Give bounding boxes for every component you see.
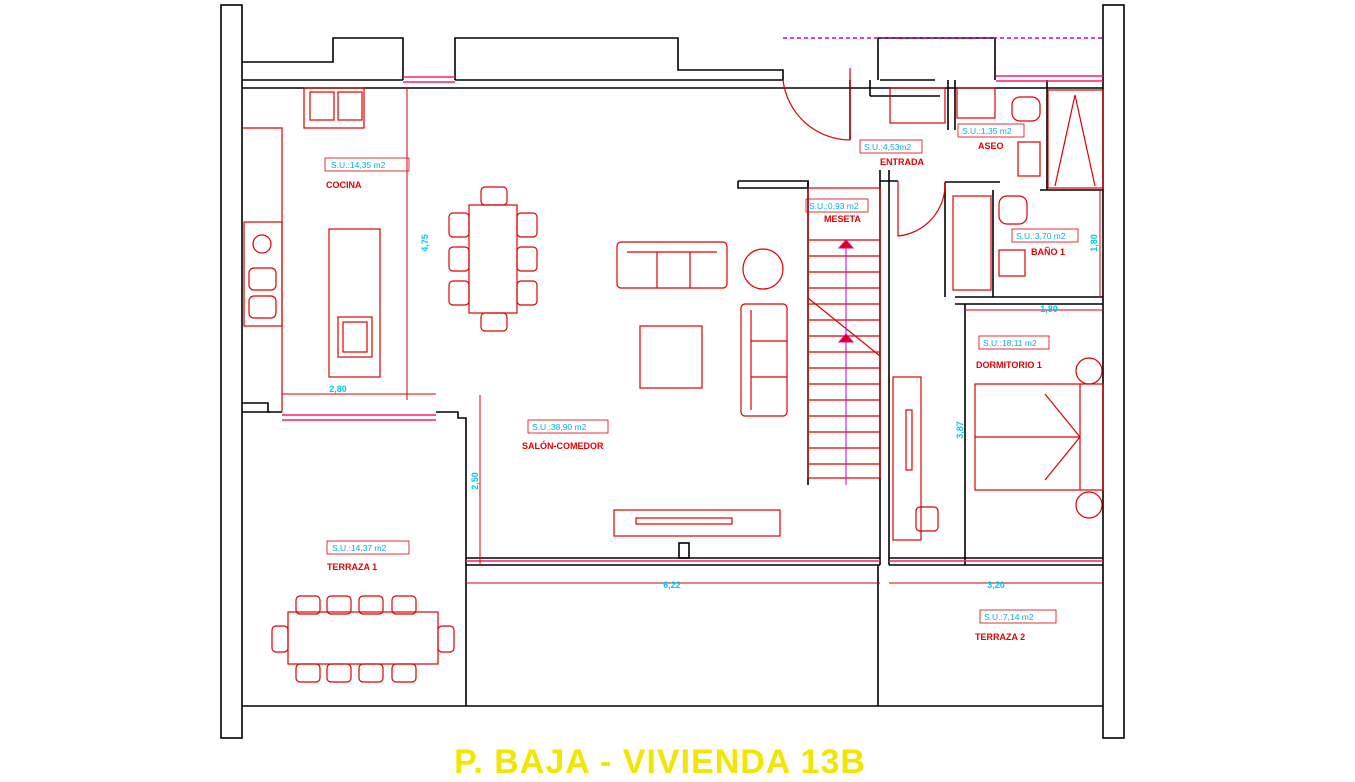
label-terraza1: S.U.:14,37 m2 TERRAZA 1 <box>326 540 410 572</box>
meseta-name: MESETA <box>824 214 861 224</box>
dormitorio1-area: S.U.:18,11 m2 <box>983 338 1037 348</box>
stair-arrow <box>837 239 855 485</box>
label-entrada: S.U.:4,53m2 ENTRADA <box>859 139 924 167</box>
dim-dormitorio-height: 3,87 <box>955 421 965 439</box>
cocina-area: S.U.:14,35 m2 <box>331 160 386 170</box>
cocina-name: COCINA <box>326 180 362 190</box>
terraza2-name: TERRAZA 2 <box>975 632 1025 642</box>
dim-bano-width: 1,80 <box>1040 304 1058 314</box>
entrada-name: ENTRADA <box>880 157 924 167</box>
terraza1-area: S.U.:14,37 m2 <box>332 543 387 553</box>
label-cocina: S.U.:14,35 m2 COCINA <box>324 157 410 190</box>
label-meseta: S.U.:0,93 m2 MESETA <box>805 198 869 224</box>
walls <box>220 4 1125 739</box>
meseta-area: S.U.:0,93 m2 <box>809 201 859 211</box>
dim-cocina-width: 2,80 <box>329 384 347 394</box>
label-dormitorio1: S.U.:18,11 m2 DORMITORIO 1 <box>976 335 1050 370</box>
dim-salon-width: 6,22 <box>663 580 681 590</box>
plan-title: P. BAJA - VIVIENDA 13B <box>454 743 866 781</box>
dormitorio1-name: DORMITORIO 1 <box>976 360 1042 370</box>
terraza2-area: S.U.:7,14 m2 <box>984 612 1034 622</box>
bano1-area: S.U.:3,70 m2 <box>1016 231 1066 241</box>
dim-cocina-height: 4,75 <box>420 234 430 252</box>
label-terraza2: S.U.:7,14 m2 TERRAZA 2 <box>975 609 1057 642</box>
aseo-area: S.U.:1,35 m2 <box>962 126 1012 136</box>
aseo-name: ASEO <box>978 141 1004 151</box>
dim-salon-height: 2,50 <box>470 472 480 490</box>
windows <box>282 37 1103 562</box>
terraza1-name: TERRAZA 1 <box>327 562 377 572</box>
furniture <box>242 68 1104 683</box>
salon-name: SALÓN-COMEDOR <box>522 440 604 451</box>
label-aseo: S.U.:1,35 m2 ASEO <box>957 123 1025 151</box>
label-salon: S.U.:38,90 m2 SALÓN-COMEDOR <box>522 419 609 451</box>
salon-area: S.U.:38,90 m2 <box>532 422 587 432</box>
entrada-area: S.U.:4,53m2 <box>864 142 912 152</box>
label-bano1: S.U.:3,70 m2 BAÑO 1 <box>1011 228 1079 257</box>
dim-bano-height: 1,80 <box>1089 234 1099 252</box>
bano1-name: BAÑO 1 <box>1031 247 1065 257</box>
dim-dormitorio-width: 3,20 <box>987 580 1005 590</box>
dimension-lines <box>282 88 1103 584</box>
